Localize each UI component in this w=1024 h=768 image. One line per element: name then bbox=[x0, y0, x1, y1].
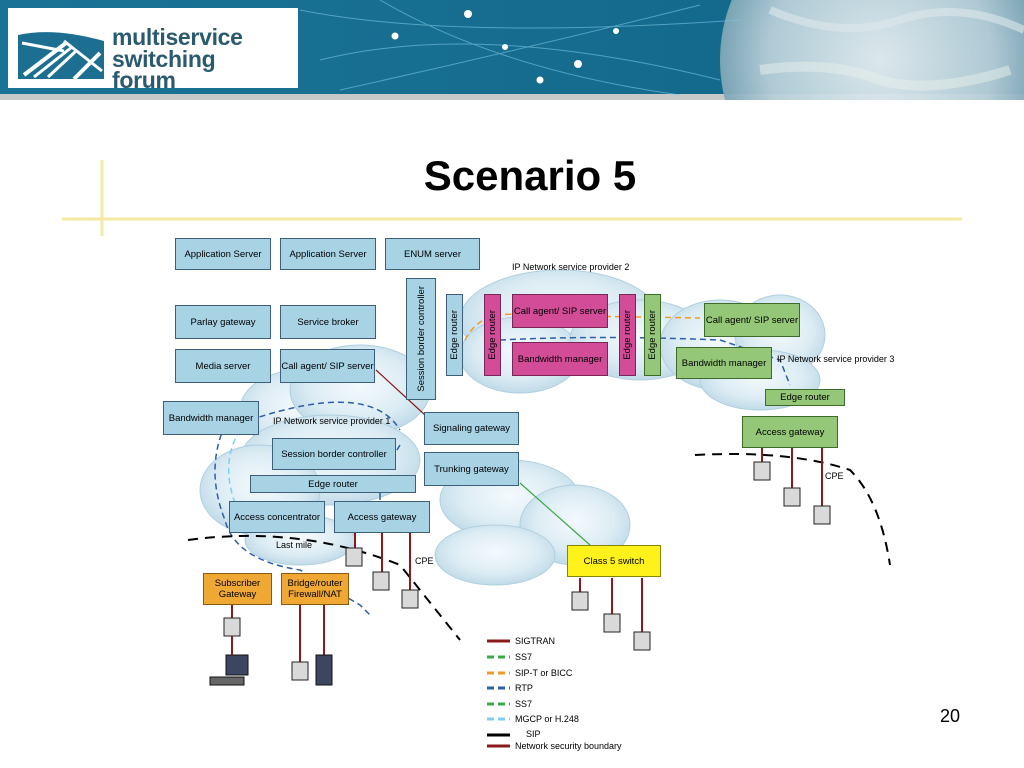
cpe-label: CPE bbox=[415, 556, 434, 566]
legend-label: SS7 bbox=[515, 652, 533, 662]
legend-label: SS7 bbox=[515, 699, 533, 709]
trunking-gateway-box: Trunking gateway bbox=[424, 452, 519, 486]
last-mile-label: Last mile bbox=[276, 540, 313, 550]
cpe-label: CPE bbox=[825, 471, 844, 481]
edge-router-vertical-box: Edge router bbox=[484, 294, 501, 376]
logo-text-line: forum bbox=[112, 67, 176, 93]
access-concentrator-box: Access concentrator bbox=[229, 501, 325, 533]
edge-router-vertical-label: Edge router bbox=[487, 310, 498, 360]
legend-label: SIGTRAN bbox=[515, 636, 556, 646]
edge-router-vertical-label: Edge router bbox=[647, 310, 658, 360]
legend-label: MGCP or H.248 bbox=[515, 714, 579, 724]
server-icon bbox=[315, 654, 333, 686]
bandwidth-manager-box: Bandwidth manager bbox=[163, 401, 259, 435]
edge-router-vertical-label: Edge router bbox=[449, 310, 460, 360]
application-server-box: Application Server bbox=[175, 238, 271, 270]
legend bbox=[487, 639, 510, 748]
legend-label: RTP bbox=[515, 683, 533, 693]
provider-1-label: IP Network service provider 1 bbox=[273, 416, 391, 426]
enum-server-box: ENUM server bbox=[385, 238, 480, 270]
session-border-controller-vertical-box: Session border controller bbox=[406, 278, 436, 400]
session-border-vertical-label: Session border controller bbox=[415, 286, 427, 392]
legend-label: SIP-T or BICC bbox=[515, 668, 573, 678]
provider-2-label: IP Network service provider 2 bbox=[512, 262, 630, 272]
access-gateway-box: Access gateway bbox=[742, 416, 838, 448]
phone-icon bbox=[223, 461, 831, 681]
call-agent-box: Call agent/ SIP server bbox=[512, 294, 608, 328]
legend-label: Network security boundary bbox=[515, 741, 622, 751]
class5-switch-box: Class 5 switch bbox=[567, 545, 661, 577]
edge-router-vertical-box: Edge router bbox=[446, 294, 463, 376]
subscriber-gateway-box: Subscriber Gateway bbox=[203, 573, 272, 605]
logo-mark-icon bbox=[18, 32, 104, 81]
logo-text-line: multiservice bbox=[112, 24, 243, 50]
edge-router-vertical-label: Edge router bbox=[622, 310, 633, 360]
call-agent-box: Call agent/ SIP server bbox=[280, 349, 375, 383]
bandwidth-manager-box: Bandwidth manager bbox=[512, 342, 608, 376]
header-banner: multiservice switching forum bbox=[0, 0, 1024, 100]
provider-3-label: IP Network service provider 3 bbox=[777, 354, 895, 364]
signaling-gateway-box: Signaling gateway bbox=[424, 412, 519, 445]
edge-router-vertical-box: Edge router bbox=[619, 294, 636, 376]
logo: multiservice switching forum bbox=[8, 8, 298, 93]
computer-icon bbox=[209, 636, 249, 686]
bridge-router-box: Bridge/router Firewall/NAT bbox=[281, 573, 349, 605]
logo-text-line: switching bbox=[112, 46, 216, 72]
cloud-center bbox=[434, 459, 631, 586]
edge-router-vertical-box: Edge router bbox=[644, 294, 661, 376]
parlay-gateway-box: Parlay gateway bbox=[175, 305, 271, 339]
legend-label: SIP bbox=[526, 729, 541, 739]
call-agent-box: Call agent/ SIP server bbox=[704, 303, 800, 337]
bandwidth-manager-box: Bandwidth manager bbox=[676, 347, 772, 379]
edge-router-box: Edge router bbox=[250, 475, 416, 493]
service-broker-box: Service broker bbox=[280, 305, 376, 339]
media-server-box: Media server bbox=[175, 349, 271, 383]
slide-number: 20 bbox=[939, 706, 961, 726]
edge-router-box: Edge router bbox=[765, 389, 845, 406]
slide-title: Scenario 5 bbox=[423, 152, 637, 199]
access-gateway-box: Access gateway bbox=[334, 501, 430, 533]
application-server-box: Application Server bbox=[280, 238, 376, 270]
session-border-controller-box: Session border controller bbox=[272, 438, 396, 470]
